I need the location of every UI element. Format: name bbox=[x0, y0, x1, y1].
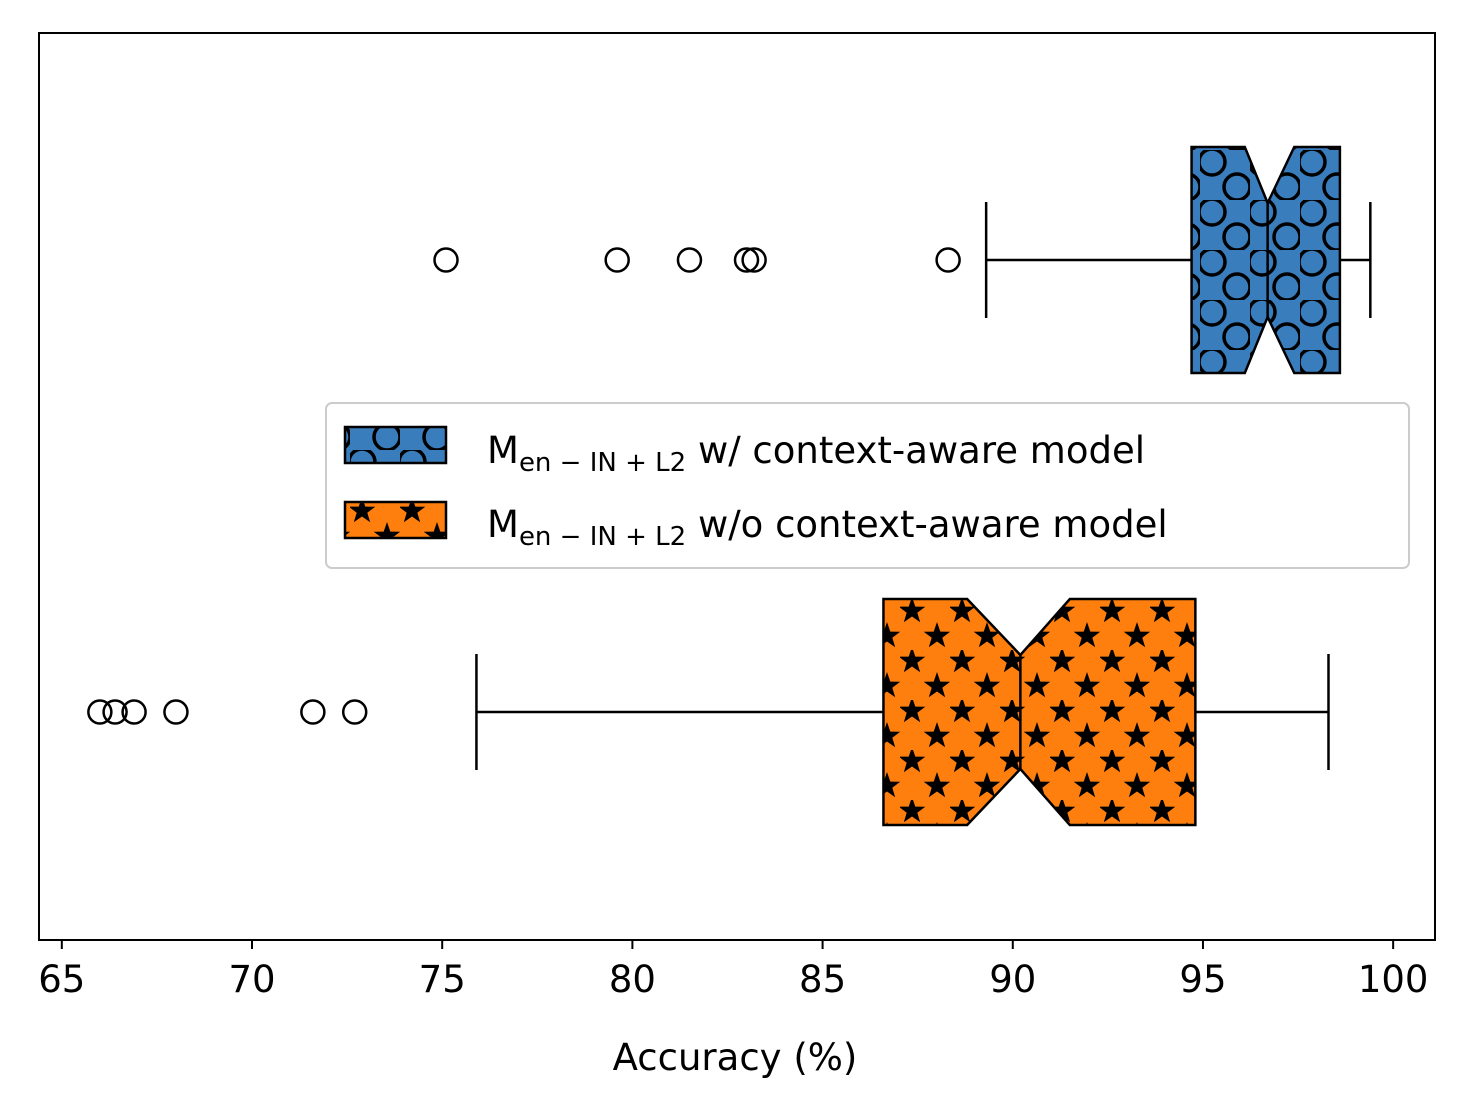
notched-box bbox=[882, 597, 1197, 827]
plot-frame bbox=[38, 32, 1436, 941]
outlier-point bbox=[433, 247, 459, 273]
legend-label-without-context: Men − IN + L2 w/o context-aware model bbox=[487, 503, 1168, 552]
x-tick-label: 80 bbox=[609, 958, 656, 1001]
legend-swatch-stars bbox=[343, 500, 448, 540]
outlier-point bbox=[102, 699, 128, 725]
notched-box bbox=[1190, 145, 1342, 375]
outlier-point bbox=[163, 699, 189, 725]
outlier-point bbox=[741, 247, 767, 273]
boxes-layer bbox=[87, 145, 1372, 827]
outlier-point bbox=[121, 699, 147, 725]
legend-label-rest: w/ context-aware model bbox=[686, 429, 1145, 472]
legend-label-rest: w/o context-aware model bbox=[686, 503, 1167, 546]
x-tick-label: 75 bbox=[419, 958, 466, 1001]
legend-label-main: M bbox=[487, 429, 519, 472]
x-axis-label: Accuracy (%) bbox=[613, 1036, 858, 1079]
outlier-point bbox=[604, 247, 630, 273]
x-tick-label: 90 bbox=[989, 958, 1036, 1001]
outlier-point bbox=[341, 699, 368, 725]
outlier-point bbox=[935, 247, 961, 273]
legend-label-subscript: en − IN + L2 bbox=[519, 522, 686, 552]
legend-label-subscript: en − IN + L2 bbox=[519, 448, 686, 478]
legend-label-main: M bbox=[487, 503, 519, 546]
legend-frame bbox=[325, 402, 1410, 569]
x-tick-label: 70 bbox=[228, 958, 275, 1001]
x-tick-label: 95 bbox=[1179, 958, 1226, 1001]
box-series-1 bbox=[87, 597, 1330, 827]
x-tick-label: 65 bbox=[38, 958, 85, 1001]
outlier-point bbox=[733, 247, 760, 273]
legend: Men − IN + L2 w/ context-aware model Men… bbox=[325, 402, 1410, 569]
legend-swatch-circles bbox=[343, 425, 448, 465]
x-axis: 65 70 75 80 85 90 95 100 bbox=[38, 940, 1428, 1001]
outlier-point bbox=[300, 699, 326, 725]
x-tick-label: 85 bbox=[799, 958, 846, 1001]
outlier-point bbox=[676, 247, 703, 273]
legend-label-with-context: Men − IN + L2 w/ context-aware model bbox=[487, 429, 1145, 478]
box-series-0 bbox=[433, 145, 1372, 375]
x-tick-label: 100 bbox=[1358, 958, 1429, 1001]
outlier-point bbox=[87, 699, 113, 725]
